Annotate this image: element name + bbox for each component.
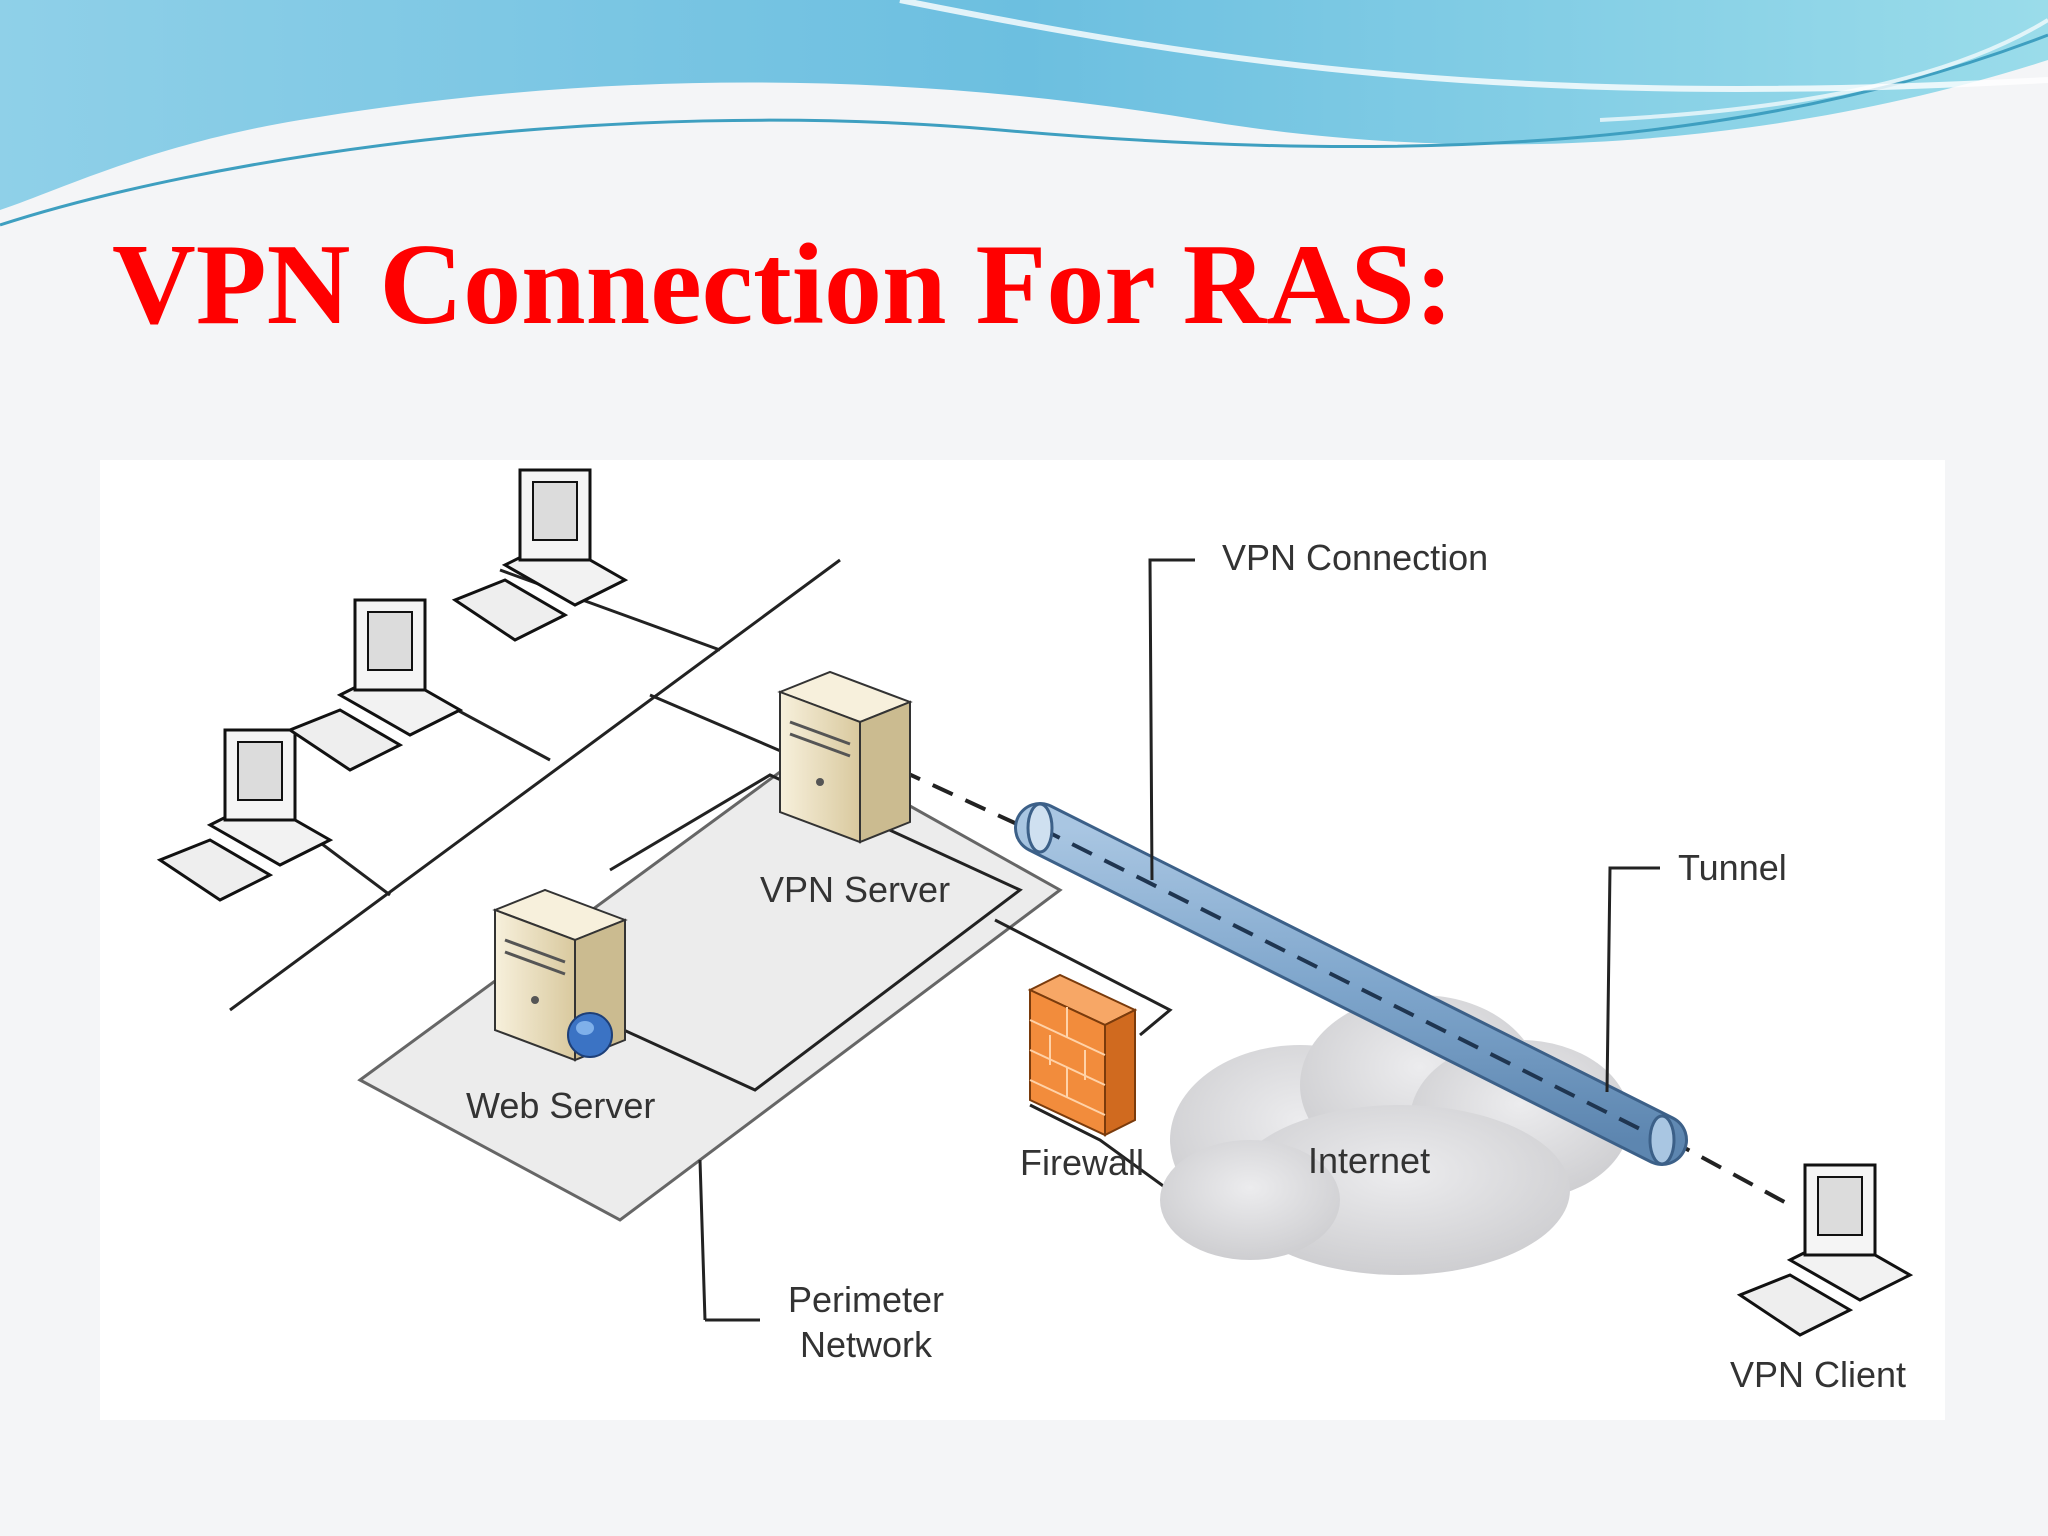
label-vpn-client: VPN Client xyxy=(1730,1354,1906,1395)
perimeter-network-zone xyxy=(357,748,1063,1322)
workstation-1-icon xyxy=(156,728,334,902)
vpn-client-icon xyxy=(1736,1163,1914,1337)
label-web-server: Web Server xyxy=(466,1085,655,1126)
tunnel-callout xyxy=(1605,866,1660,1093)
vpn-tunnel-tube xyxy=(1014,802,1688,1166)
firewall-icon xyxy=(1027,973,1138,1137)
label-perimeter-line1: Perimeter xyxy=(788,1279,944,1320)
vpn-server-icon xyxy=(777,670,913,844)
web-server-icon xyxy=(492,888,628,1062)
network-diagram: VPN Connection Tunnel VPN Server Web Ser… xyxy=(156,468,1914,1395)
vpn-dashed-link-right xyxy=(1669,1138,1791,1207)
label-vpn-connection: VPN Connection xyxy=(1222,537,1488,578)
server-firewall-link xyxy=(994,918,1173,1037)
internet-cloud-icon xyxy=(1160,995,1630,1275)
label-internet: Internet xyxy=(1308,1140,1430,1181)
label-tunnel: Tunnel xyxy=(1678,847,1787,888)
workstation-2-icon xyxy=(286,598,464,772)
workstation-3-icon xyxy=(451,468,629,642)
slide-title: VPN Connection For RAS: xyxy=(112,221,1454,349)
vpn-dashed-link-left xyxy=(899,768,1031,832)
label-vpn-server: VPN Server xyxy=(760,869,950,910)
diagram-panel: VPN Connection Tunnel VPN Server Web Ser… xyxy=(100,460,1945,1420)
header-wave xyxy=(0,0,2048,227)
label-firewall: Firewall xyxy=(1020,1142,1144,1183)
vpn-connection-callout xyxy=(1148,558,1195,881)
label-perimeter-line2: Network xyxy=(800,1324,933,1365)
